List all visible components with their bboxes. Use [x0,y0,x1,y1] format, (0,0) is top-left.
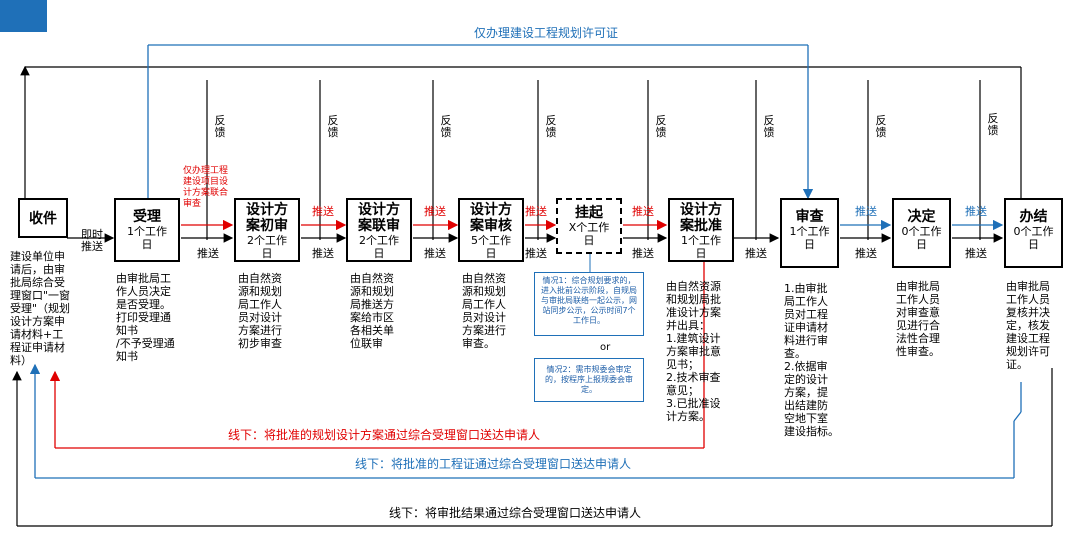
step-title: 挂起 [575,205,603,221]
step-title: 设计方案审核 [470,202,512,234]
step-duration: 1个工作日 [681,234,721,260]
step-title: 设计方案批准 [680,202,722,234]
suspend-note-publicity: 情况1：综合规划要求的，进入批前公示阶段，自规局与审批局联络一起公示，网站同步公… [534,272,644,336]
step-box-accept: 受理 1个工作日 [114,198,180,262]
offline-result-delivery-label: 线下：将审批结果通过综合受理窗口送达申请人 [389,506,642,520]
feedback-label: 反馈 [763,114,775,139]
push-label-red: 推送 [312,205,334,218]
step-duration: X个工作日 [568,221,610,247]
push-label: 推送 [745,247,767,260]
offline-certificate-delivery-label: 线下：将批准的工程证通过综合受理窗口送达申请人 [355,457,632,471]
feedback-label: 反馈 [655,114,667,139]
step-box-check: 审查 1个工作日 [780,198,839,268]
step-title: 设计方案初审 [246,202,288,234]
push-label-red: 推送 [632,205,654,218]
step-box-approval: 设计方案批准 1个工作日 [668,198,734,262]
push-label-red: 推送 [424,205,446,218]
step-box-decide: 决定 0个工作日 [892,198,951,268]
red-design-only-note: 仅办理工程 建设项目设 计方案联合 审查 [183,166,229,209]
step-title: 受理 [133,209,161,225]
step-description: 由审批局 工作人员 复核并决 定，核发 建设工程 规划许可 证。 [1006,280,1050,371]
push-label: 推送 [312,247,334,260]
step-box-complete: 办结 0个工作日 [1004,198,1063,268]
push-label: 推送 [855,247,877,260]
step-duration: 0个工作日 [901,225,942,251]
step-box-initial-review: 设计方案初审 2个工作日 [234,198,300,262]
step-description: 建设单位申 请后，由审 批局综合受 理窗口"一窗 受理"（规划 设计方案申 请材… [10,250,71,367]
feedback-label: 反馈 [545,114,557,139]
push-label: 推送 [632,247,654,260]
step-duration: 1个工作日 [789,225,830,251]
step-description: 1.由审批 局工作人 员对工程 证申请材 料进行审 查。 2.依据审 定的设计 … [784,282,839,438]
or-label: or [600,342,611,353]
step-duration: 1个工作日 [127,225,167,251]
step-title: 设计方案联审 [358,202,400,234]
step-box-joint-review: 设计方案联审 2个工作日 [346,198,412,262]
step-box-receive: 收件 [18,198,68,238]
top-route-label: 仅办理建设工程规划许可证 [474,26,619,40]
step-box-suspend: 挂起 X个工作日 [556,198,622,254]
push-label-blue: 推送 [965,205,987,218]
feedback-label: 反馈 [214,114,226,139]
feedback-label: 反馈 [875,114,887,139]
step-description: 由自然资 源和规划 局工作人 员对设计 方案进行 初步审查 [238,272,282,350]
step-title: 审查 [795,209,824,225]
step-description: 由自然资源 和规划局批 准设计方案 并出具： 1.建筑设计 方案审批意 见书； … [666,280,721,423]
step-duration: 2个工作日 [359,234,399,260]
step-description: 由自然资 源和规划 局工作人 员对设计 方案进行 审查。 [462,272,506,350]
step-duration: 0个工作日 [1013,225,1054,251]
step-duration: 2个工作日 [247,234,287,260]
push-label: 推送 [965,247,987,260]
push-label: 推送 [197,247,219,260]
feedback-label: 反馈 [440,114,452,139]
step-title: 决定 [907,209,936,225]
immediate-push-label: 即时 推送 [81,228,103,253]
feedback-label: 反馈 [987,112,999,137]
push-label-blue: 推送 [855,205,877,218]
offline-plan-delivery-label: 线下：将批准的规划设计方案通过综合受理窗口送达申请人 [228,428,541,442]
step-description: 由审批局 工作人员 对审查意 见进行合 法性合理 性审查。 [896,280,940,358]
step-duration: 5个工作日 [471,234,511,260]
step-title: 办结 [1019,209,1048,225]
step-description: 由审批局工 作人员决定 是否受理。 打印受理通 知书 /不予受理通 知书 [116,272,175,363]
feedback-label: 反馈 [327,114,339,139]
suspend-note-committee: 情况2：需市规委会审定的，按程序上报规委会审定。 [534,358,644,402]
push-label: 推送 [525,247,547,260]
step-title: 收件 [29,211,57,227]
step-description: 由自然资 源和规划 局推送方 案给市区 各相关单 位联审 [350,272,394,350]
step-box-examination: 设计方案审核 5个工作日 [458,198,524,262]
push-label-red: 推送 [525,205,547,218]
corner-accent [0,0,47,32]
push-label: 推送 [424,247,446,260]
